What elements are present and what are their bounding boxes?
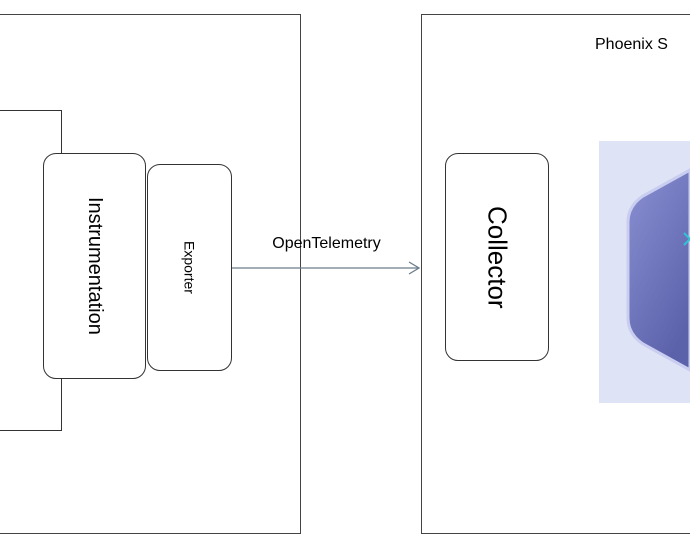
exporter-label: Exporter [181, 241, 198, 294]
instrumentation-box: Instrumentation [43, 153, 146, 379]
opentelemetry-label: OpenTelemetry [272, 235, 381, 252]
arrow-head-icon [408, 261, 421, 275]
collector-label: Collector [482, 205, 513, 309]
phoenix-accent-icon [683, 232, 690, 246]
collector-box: Collector [445, 153, 549, 361]
phoenix-hexagon-icon [626, 168, 690, 372]
instrumentation-label: Instrumentation [84, 197, 106, 335]
exporter-box: Exporter [147, 164, 232, 371]
phoenix-server-label: Phoenix S [595, 36, 668, 53]
